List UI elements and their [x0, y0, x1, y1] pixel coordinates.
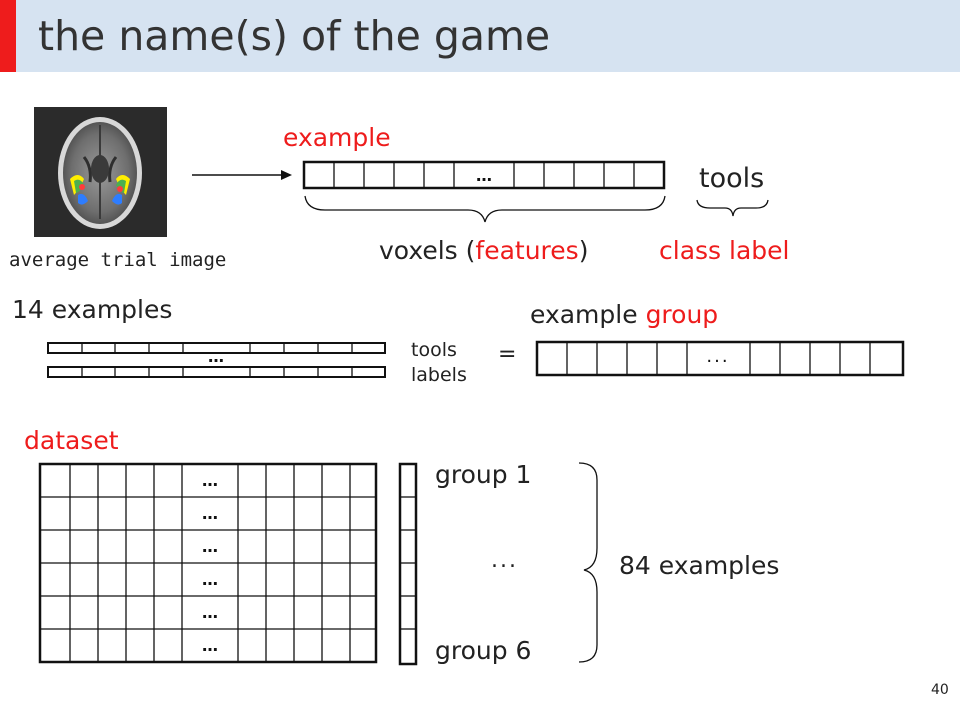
- dataset-row-4-ellipsis: …: [202, 570, 218, 589]
- class-brace: [696, 199, 769, 217]
- label-column: [398, 462, 418, 666]
- example-vector-cells: [333, 162, 635, 188]
- arrow-head: [281, 170, 292, 180]
- example-group-prefix: example: [530, 300, 646, 329]
- example-vector-ellipsis: …: [476, 166, 492, 185]
- example-group-ellipsis: ...: [706, 346, 729, 367]
- features-label: voxels (features): [379, 238, 588, 263]
- total-examples-label: 84 examples: [619, 551, 780, 580]
- equals-sign: =: [498, 342, 517, 367]
- examples-strip-1: [47, 342, 386, 354]
- dataset-row-1-ellipsis: …: [202, 471, 218, 490]
- features-suffix: ): [578, 236, 589, 265]
- dataset-grid-lines: [40, 464, 376, 662]
- example-group-label: example group: [530, 302, 718, 327]
- dataset-row-6-ellipsis: …: [202, 636, 218, 655]
- example-group-cells: [566, 342, 871, 375]
- examples-strip-cells: [81, 343, 353, 377]
- examples-count-label: 14 examples: [12, 295, 173, 324]
- group-ellipsis: ...: [491, 548, 518, 573]
- features-brace: [304, 195, 666, 223]
- example-group-word: group: [645, 300, 719, 329]
- example-label: example: [283, 123, 391, 152]
- groups-brace: [578, 462, 598, 663]
- example-group-vector: [535, 340, 905, 377]
- page-number: 40: [931, 682, 949, 698]
- dataset-row-3-ellipsis: …: [202, 537, 218, 556]
- class-label: class label: [659, 236, 790, 265]
- title-accent-stripe: [0, 0, 16, 72]
- features-word: features: [475, 236, 579, 265]
- features-prefix: voxels (: [379, 236, 476, 265]
- dataset-row-2-ellipsis: …: [202, 504, 218, 523]
- brain-scan-graphic: [58, 117, 142, 229]
- brain-caption: average trial image: [9, 249, 227, 271]
- label-column-cells: [400, 496, 416, 630]
- group-first-label: group 1: [435, 460, 532, 489]
- brain-image: [34, 107, 167, 237]
- examples-ellipsis: …: [208, 347, 224, 366]
- class-value: tools: [699, 163, 765, 194]
- examples-strip-2: [47, 366, 386, 378]
- labels-text-line2: labels: [411, 364, 467, 386]
- slide-title: the name(s) of the game: [38, 12, 551, 60]
- group-last-label: group 6: [435, 636, 532, 665]
- title-bar: [0, 0, 960, 72]
- dataset-row-5-ellipsis: …: [202, 603, 218, 622]
- dataset-label: dataset: [24, 426, 119, 455]
- labels-text-line1: tools: [411, 339, 457, 361]
